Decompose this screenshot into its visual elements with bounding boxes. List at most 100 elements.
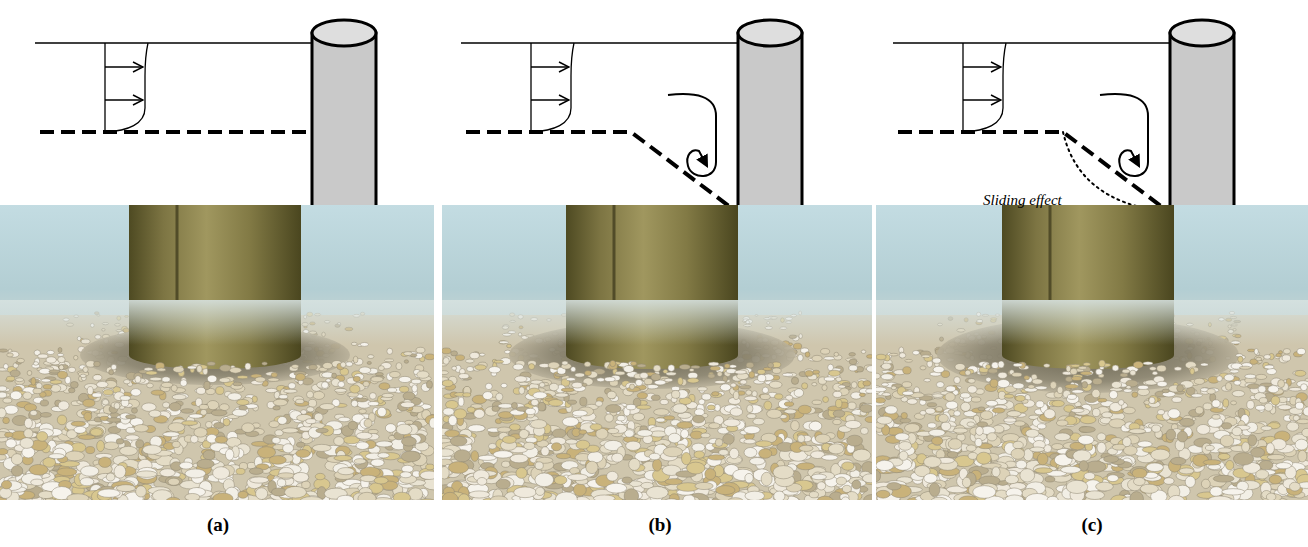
schematic bbox=[461, 20, 802, 217]
pebble bbox=[379, 383, 390, 390]
pebble bbox=[283, 444, 294, 453]
pebble bbox=[306, 419, 316, 424]
pebble bbox=[185, 469, 206, 478]
pebble bbox=[404, 352, 412, 356]
pebble bbox=[0, 393, 10, 398]
bed-line bbox=[898, 132, 1170, 213]
pebble bbox=[58, 347, 62, 352]
pebble bbox=[250, 477, 269, 483]
pebble bbox=[866, 366, 872, 373]
pebble bbox=[268, 378, 279, 382]
pebble bbox=[292, 364, 299, 368]
pebble bbox=[746, 362, 754, 368]
pebble bbox=[20, 438, 34, 449]
pebble bbox=[411, 379, 421, 384]
pebble bbox=[15, 378, 24, 384]
pile-top bbox=[1170, 20, 1234, 46]
pebble bbox=[116, 439, 124, 445]
pebble bbox=[374, 477, 388, 484]
pebble bbox=[403, 392, 415, 400]
pebble bbox=[102, 388, 114, 396]
pebble bbox=[49, 454, 65, 459]
pebble bbox=[402, 465, 414, 472]
pebble bbox=[78, 435, 95, 440]
pebble bbox=[74, 355, 78, 360]
water-surface bbox=[893, 42, 1170, 44]
pebble bbox=[418, 499, 434, 500]
pebble bbox=[332, 373, 337, 378]
pebble bbox=[747, 405, 762, 414]
pebble bbox=[83, 367, 88, 373]
pebble bbox=[334, 455, 352, 460]
pebble bbox=[3, 417, 10, 423]
pebble bbox=[58, 401, 69, 410]
pebble bbox=[172, 441, 180, 447]
pebble bbox=[80, 374, 86, 378]
pebble bbox=[10, 391, 22, 400]
pebble bbox=[337, 495, 354, 500]
velocity-profile bbox=[963, 43, 1006, 132]
pebble bbox=[214, 422, 225, 428]
pebble bbox=[606, 405, 621, 413]
pebble bbox=[29, 464, 48, 475]
pebble bbox=[11, 454, 22, 465]
pebble bbox=[80, 478, 94, 486]
pile-seam bbox=[176, 205, 179, 300]
vortex bbox=[1100, 94, 1148, 176]
pebble bbox=[103, 390, 113, 395]
pebble bbox=[416, 347, 425, 353]
pebble bbox=[442, 348, 451, 354]
pebble bbox=[309, 365, 317, 370]
pebble bbox=[180, 380, 187, 387]
pebble bbox=[278, 416, 287, 424]
pebble bbox=[11, 466, 22, 477]
pebble bbox=[376, 441, 393, 447]
pebble bbox=[404, 360, 408, 364]
pebble bbox=[833, 391, 842, 397]
pebble bbox=[147, 383, 154, 388]
pebble bbox=[749, 371, 755, 378]
pile-seam bbox=[613, 205, 616, 300]
pebble bbox=[0, 488, 12, 499]
pebble bbox=[353, 356, 358, 363]
sliding-line bbox=[1063, 132, 1168, 212]
pebble bbox=[385, 424, 396, 433]
pebble bbox=[266, 388, 278, 392]
pebble bbox=[363, 381, 370, 386]
pebble bbox=[479, 353, 485, 356]
pebble bbox=[40, 400, 48, 406]
pebble bbox=[31, 377, 36, 385]
pebble bbox=[168, 478, 180, 485]
pebble bbox=[144, 368, 153, 371]
pebble bbox=[273, 406, 280, 410]
pebble bbox=[396, 363, 402, 370]
pebble bbox=[242, 423, 255, 433]
pebble bbox=[99, 457, 112, 467]
pebble bbox=[326, 379, 331, 382]
velocity-arrow bbox=[105, 66, 143, 67]
pebble bbox=[272, 437, 280, 443]
profile-axis bbox=[530, 43, 531, 132]
pile-top bbox=[738, 20, 802, 46]
schematic bbox=[35, 20, 376, 217]
pebble bbox=[273, 399, 287, 406]
velocity-arrow bbox=[963, 99, 1001, 100]
pebble bbox=[163, 432, 180, 437]
pebble bbox=[317, 382, 329, 389]
water-surface bbox=[461, 42, 738, 44]
pebble bbox=[94, 361, 101, 366]
pebble bbox=[172, 394, 186, 399]
pebble bbox=[300, 497, 324, 500]
pebble bbox=[179, 462, 192, 469]
pebble bbox=[114, 465, 126, 478]
pebble bbox=[429, 418, 434, 429]
pebble bbox=[207, 375, 217, 382]
profile-axis bbox=[104, 43, 105, 132]
pebble bbox=[288, 383, 296, 389]
pebble bbox=[687, 378, 699, 383]
pebble bbox=[312, 444, 331, 451]
pebble bbox=[126, 415, 136, 419]
pebble bbox=[67, 494, 89, 500]
pebble bbox=[30, 410, 37, 415]
